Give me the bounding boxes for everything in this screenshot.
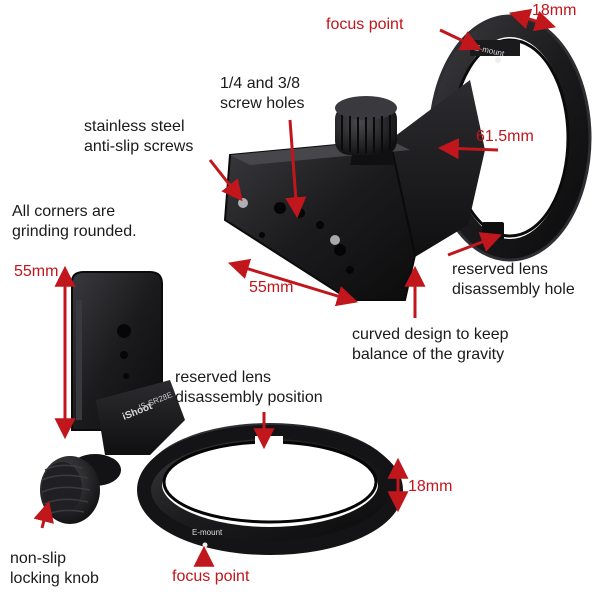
dimension-18mm-bottom: 18mm <box>408 478 453 495</box>
focus-point-label-top: focus point <box>326 16 404 33</box>
e-mount-engraving: E-mount <box>192 528 223 537</box>
top-right-collar: E-mount <box>223 14 592 301</box>
antislip-screw <box>330 235 340 245</box>
dimension-55mm-left: 55mm <box>14 263 59 280</box>
focus-point-label-bottom: focus point <box>172 568 250 585</box>
dimension-61-5mm: 61.5mm <box>476 128 534 145</box>
dimension-55mm-mid: 55mm <box>249 279 294 296</box>
bottom-left-collar: iShoot IS-SR28E E-mount <box>40 271 403 555</box>
antislip-screw <box>238 198 248 208</box>
dimension-18mm-top: 18mm <box>532 2 577 19</box>
annotation-arrows <box>33 8 557 567</box>
collar-neck <box>390 80 485 260</box>
